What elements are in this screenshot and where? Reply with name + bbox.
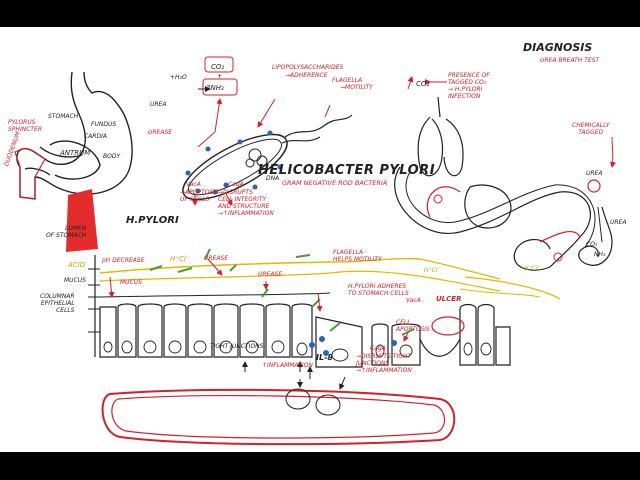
nh3-box bbox=[202, 78, 238, 96]
epithelial-label: COLUMNAR EPITHELIAL CELLS bbox=[40, 293, 75, 314]
mucosa-illustration bbox=[88, 248, 561, 379]
diagnosis-title: DIAGNOSIS bbox=[523, 41, 593, 54]
mucus-label: MUCUS bbox=[64, 277, 86, 284]
fundus-label: FUNDUS bbox=[91, 121, 117, 128]
inflammation-label: ↑INFLAMMATION bbox=[262, 362, 313, 369]
stomach-illustration bbox=[16, 71, 133, 200]
lumen-label: LUMEN OF STOMACH bbox=[46, 225, 87, 239]
il8-label: IL-8 bbox=[316, 353, 333, 362]
acid-label: ACID bbox=[68, 261, 86, 269]
flagella-motility-label: FLAGELLA HELPS MOTILITY bbox=[333, 249, 382, 263]
nh3-stomach-label: NH₃ bbox=[594, 251, 606, 258]
adherence-label: →ADHERENCE bbox=[285, 72, 328, 79]
urea-right-label: UREA bbox=[586, 170, 603, 177]
ph-decrease-label: pH DECREASE bbox=[102, 257, 145, 264]
vaca-desc-label: →APOPTOSIS UP COLLS bbox=[180, 189, 219, 203]
tight-junctions-label: TIGHT JUNCTIONS bbox=[210, 343, 264, 350]
caga-mucosa-label: CagA bbox=[370, 345, 386, 352]
urea-formula-label: UREA bbox=[150, 101, 167, 108]
page-subtitle: GRAM NEGATIVE ROD BACTERIA bbox=[282, 179, 388, 187]
breath-co2-label: CO₂ bbox=[416, 80, 430, 88]
chemically-tagged-label: CHEMICALLY TAGGED bbox=[572, 122, 610, 136]
urease-label: UREASE bbox=[148, 129, 173, 136]
duodenum-fill bbox=[14, 148, 46, 200]
hpylori-label: H.PYLORI bbox=[126, 215, 179, 226]
urease-label-1: UREASE bbox=[204, 255, 229, 262]
pylorus-label: PYLORUS SPHINCTER bbox=[8, 119, 43, 133]
stomach-label: STOMACH bbox=[48, 113, 79, 120]
hcl-label: H⁺Cl⁻ bbox=[170, 255, 190, 263]
caga-desc-label: →DISRUPTS CELL INTEGRITY AND STRUCTURE →… bbox=[218, 189, 274, 217]
hcl-far-label: H⁺Cl⁻ bbox=[524, 265, 541, 272]
co2-stomach-label: CO₂ bbox=[586, 241, 598, 248]
cardia-label: CARDIA bbox=[84, 133, 107, 140]
flagella-label: FLAGELLA bbox=[332, 77, 363, 84]
breath-test-illustration bbox=[394, 76, 616, 271]
presence-label: PRESENCE OF TAGGED CO₂ → H.PYLORI INFECT… bbox=[448, 72, 490, 100]
nh3-label: 2NH₃ bbox=[206, 84, 224, 92]
motility-label: →MOTILITY bbox=[340, 84, 373, 91]
diagnosis-subtitle: UREA BREATH TEST bbox=[540, 57, 600, 64]
plus-label: + bbox=[217, 73, 223, 80]
mucus-small-label: MUCUS bbox=[120, 279, 142, 286]
zoom-arrow bbox=[66, 189, 98, 252]
page-title: HELICOBACTER PYLORI bbox=[258, 163, 436, 178]
urease-label-2: UREASE bbox=[258, 271, 283, 278]
whiteboard: PYLORUS SPHINCTER DUODENUM STOMACH FUNDU… bbox=[0, 27, 640, 452]
water-label: +H₂O bbox=[170, 74, 187, 81]
hcl-right-label: H⁺Cl⁻ bbox=[424, 267, 441, 274]
lps-label: LIPOPOLYSACCHARIDES bbox=[272, 64, 344, 71]
co2-label: CO₂ bbox=[211, 63, 225, 71]
caga-label: CagA bbox=[228, 181, 244, 188]
ulcer-label: ULCER bbox=[436, 295, 462, 303]
dna-label: DNA bbox=[266, 175, 280, 182]
vaca-mucosa-label: VacA bbox=[406, 297, 421, 304]
blood-vessel-illustration bbox=[101, 376, 456, 446]
antrum-label: ANTRUM bbox=[60, 149, 91, 157]
co2-box bbox=[204, 56, 234, 73]
body-label: BODY bbox=[103, 153, 121, 160]
vaca-label: VacA bbox=[186, 181, 201, 188]
diagram-drawing bbox=[14, 56, 616, 446]
urea-stomach-label: UREA bbox=[610, 219, 627, 226]
cell-apoptosis-label: CELL APOPTOSIS bbox=[396, 319, 430, 333]
bacterium-illustration bbox=[182, 114, 353, 201]
adheres-label: H.PYLORI ADHERES TO STOMACH CELLS bbox=[348, 283, 409, 297]
caga-mucosa-desc: →DISRUPTS TIGHT JUNCTIONS →↑INFLAMMATION bbox=[356, 353, 412, 374]
